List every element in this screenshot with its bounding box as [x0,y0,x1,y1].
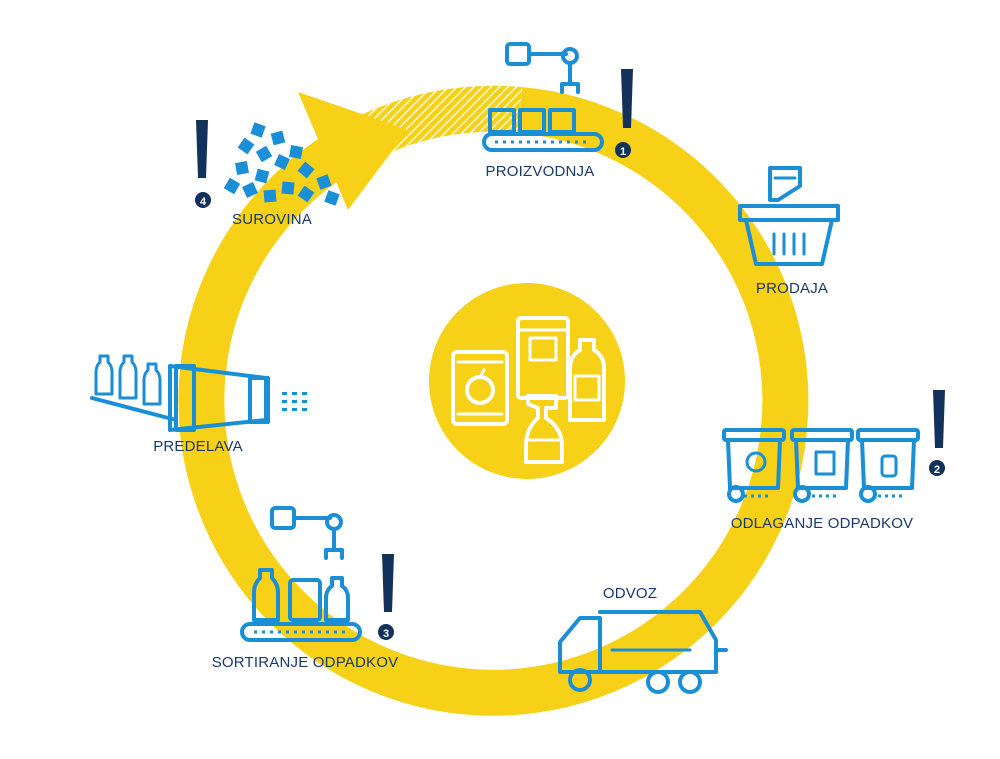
alert-marker-4: 4 [195,120,211,208]
alert-number-4: 4 [200,196,207,208]
alert-number-3: 3 [383,628,389,640]
label-surovina: SUROVINA [232,211,312,228]
label-odlaganje: ODLAGANJE ODPADKOV [731,515,914,532]
label-proizvodnja: PROIZVODNJA [486,163,595,180]
center-products-icon [429,283,625,479]
alert-marker-3: 3 [378,554,394,640]
label-odvoz: ODVOZ [603,585,657,602]
alert-number-2: 2 [934,464,940,476]
alert-marker-2: 2 [929,390,945,476]
label-prodaja: PRODAJA [756,280,828,297]
alert-number-1: 1 [620,146,626,158]
shopping-basket-icon [740,168,838,264]
sorting-conveyor-icon [242,508,360,640]
label-sortiranje: SORTIRANJE ODPADKOV [212,654,399,671]
label-predelava: PREDELAVA [153,438,243,455]
